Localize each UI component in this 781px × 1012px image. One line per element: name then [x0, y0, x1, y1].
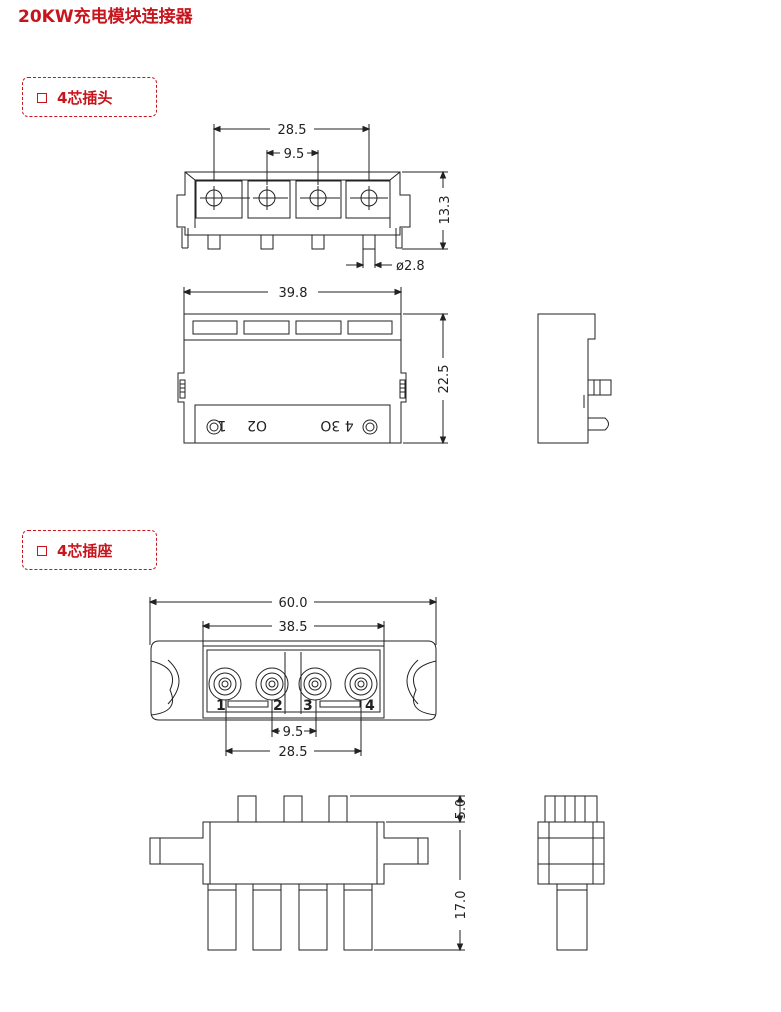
dim-13-3: 13.3	[438, 196, 453, 225]
dim-5-0: 5.0	[454, 799, 469, 820]
section-label-plug: 4芯插头	[57, 89, 113, 107]
dim-9-5: 9.5	[284, 147, 305, 162]
dim-38-5: 38.5	[279, 620, 308, 635]
pin-mark-1: 1	[218, 417, 227, 433]
dim-22-5: 22.5	[437, 365, 452, 394]
plug-front-view: 28.5 9.5	[176, 123, 453, 274]
page-title: 20KW充电模块连接器	[18, 7, 193, 27]
pin-num-3: 3	[303, 698, 313, 714]
pin-num-2: 2	[273, 698, 283, 714]
socket-contacts	[208, 667, 378, 701]
plug-bottom-view: 39.8 1 O2 4 3O 22.5	[177, 286, 452, 445]
pin-num-4: 4	[365, 698, 375, 714]
plug-side-view	[537, 313, 612, 444]
square-bullet-icon	[37, 93, 47, 103]
socket-side-view: 5.0 17.0	[149, 794, 469, 952]
dim-60-0: 60.0	[279, 596, 308, 611]
section-header-socket: 4芯插座	[22, 530, 157, 570]
dim-28-5-socket: 28.5	[279, 745, 308, 760]
socket-front-view: 60.0 38.5 1 2 3 4 9.5	[148, 596, 438, 760]
dim-17-0: 17.0	[454, 891, 469, 920]
square-bullet-icon	[37, 546, 47, 556]
dim-39-8: 39.8	[279, 286, 308, 301]
section-header-plug: 4芯插头	[22, 77, 157, 117]
pin-num-1: 1	[216, 698, 226, 714]
pin-mark-3-4: 4 3O	[320, 417, 353, 433]
dim-28-5: 28.5	[278, 123, 307, 138]
section-label-socket: 4芯插座	[57, 542, 113, 560]
dim-9-5-socket: 9.5	[283, 725, 304, 740]
plug-pin-holes	[200, 186, 388, 210]
dim-pin-diameter: ø2.8	[396, 259, 425, 274]
pin-mark-2: O2	[247, 417, 267, 433]
socket-end-view	[537, 795, 605, 951]
